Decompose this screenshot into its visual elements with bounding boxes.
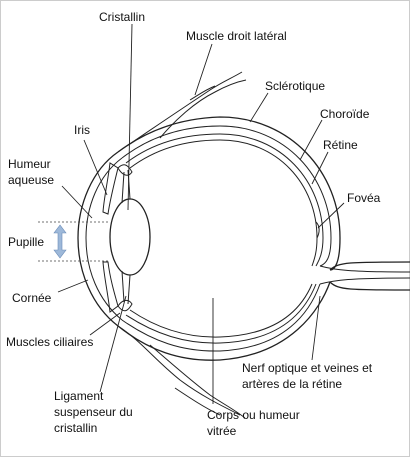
label-humeur-aqueuse-line1: Humeur: [8, 157, 51, 171]
cornea-inner: [85, 157, 123, 321]
label-ligament-line3: cristallin: [54, 421, 97, 435]
leader-retine: [311, 151, 329, 185]
label-muscle-droit-lateral: Muscle droit latéral: [186, 29, 287, 43]
label-choroide: Choroïde: [320, 107, 370, 121]
leader-muscle-droit: [194, 43, 213, 96]
label-corps-vitre-line2: vitrée: [207, 424, 237, 438]
leader-nerf: [311, 295, 321, 361]
muscle-bottom-3: [174, 387, 221, 416]
ciliary-body-top: [117, 164, 133, 176]
retina-layer: [129, 139, 318, 338]
leader-muscles-ciliaires: [89, 312, 121, 336]
muscle-top-3: [189, 85, 216, 101]
leader-sclerotique: [249, 92, 269, 123]
optic-nerve-bottom: [329, 281, 410, 291]
eyeball: [117, 116, 341, 361]
muscle-bottom-2: [149, 344, 246, 419]
leader-cristallin: [127, 23, 133, 211]
label-ligament-line1: Ligament: [54, 389, 104, 403]
label-cornee: Cornée: [12, 291, 52, 305]
label-humeur-aqueuse-line2: aqueuse: [8, 173, 54, 187]
leader-cornee: [57, 279, 89, 293]
leader-choroide: [299, 119, 323, 161]
leader-fovea: [317, 202, 345, 229]
muscle-top-1: [117, 71, 243, 153]
fovea-dip: [315, 221, 320, 239]
optic-nerve-top: [329, 261, 410, 271]
pupil-arrow-icon: [53, 224, 67, 259]
sclera-outer: [117, 116, 341, 361]
label-sclerotique: Sclérotique: [265, 79, 325, 93]
label-ligament-line2: suspenseur du: [54, 405, 133, 419]
muscle-top-2: [159, 79, 247, 139]
extraocular-muscles: [117, 71, 247, 419]
optic-nerve-inner-bottom: [319, 277, 410, 285]
label-cristallin: Cristallin: [99, 10, 145, 24]
leader-ligament: [99, 295, 127, 393]
leader-iris: [83, 139, 108, 196]
label-muscles-ciliaires: Muscles ciliaires: [6, 335, 93, 349]
optic-nerve-inner-top: [319, 265, 410, 273]
lens: [109, 198, 151, 276]
leader-lines: [57, 23, 345, 404]
iris-bottom: [102, 261, 119, 313]
label-nerf-optique-line1: Nerf optique et veines et: [242, 361, 373, 375]
choroid-layer: [125, 133, 324, 344]
label-pupille: Pupille: [8, 235, 44, 249]
label-fovea: Fovéa: [347, 191, 381, 205]
label-iris: Iris: [74, 123, 90, 137]
ciliary-body-bottom: [117, 299, 133, 312]
label-retine: Rétine: [323, 138, 358, 152]
optic-nerve: [319, 261, 410, 291]
iris-top: [102, 162, 119, 215]
muscle-bottom-1: [117, 325, 241, 416]
leader-humeur-aqueuse: [61, 185, 93, 219]
cornea: [77, 151, 119, 327]
label-nerf-optique-line2: artères de la rétine: [242, 377, 342, 391]
label-corps-vitre-line1: Corps ou humeur: [207, 408, 300, 422]
sclera-inner: [121, 125, 332, 352]
